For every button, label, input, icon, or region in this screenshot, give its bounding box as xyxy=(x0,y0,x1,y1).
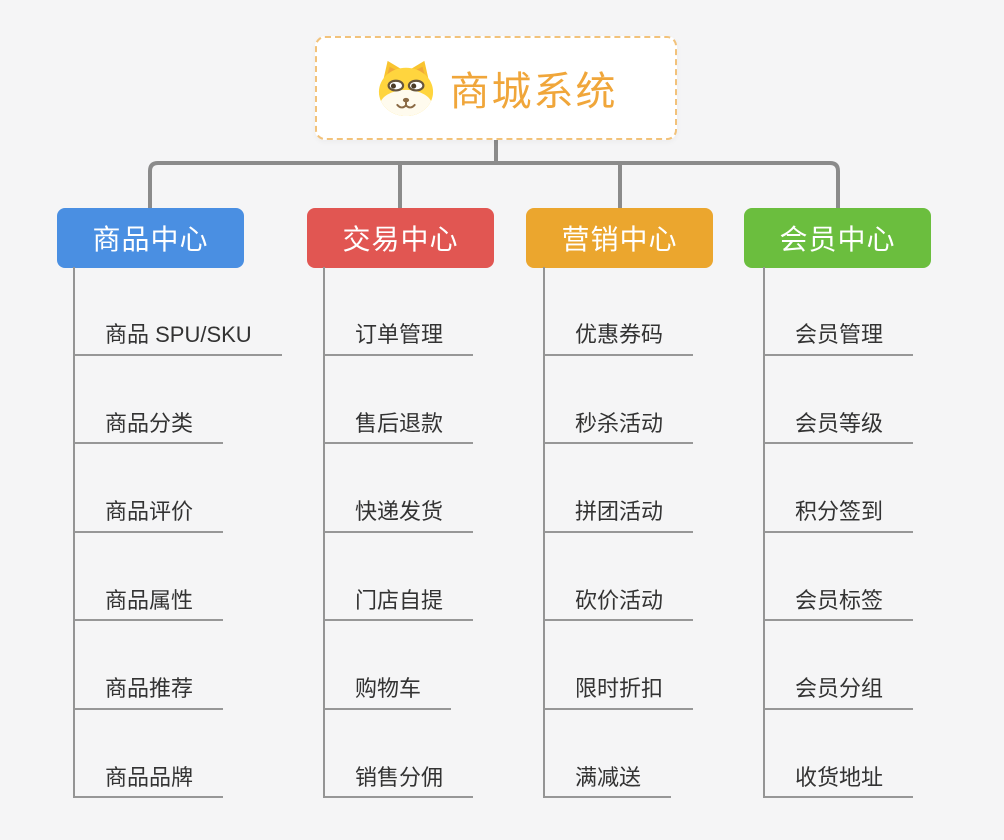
child-node[interactable]: 满减送 xyxy=(543,710,693,798)
branch-children-marketing: 优惠券码 秒杀活动 拼团活动 砍价活动 限时折扣 满减送 xyxy=(543,267,694,798)
child-label: 限时折扣 xyxy=(543,676,694,710)
child-node[interactable]: 收货地址 xyxy=(763,710,914,798)
child-node[interactable]: 购物车 xyxy=(323,621,473,710)
child-label: 砍价活动 xyxy=(543,588,694,621)
child-node[interactable]: 售后退款 xyxy=(323,356,474,444)
branch-children-trade: 订单管理 售后退款 快递发货 门店自提 购物车 销售分佣 xyxy=(323,267,474,798)
child-label: 快递发货 xyxy=(323,499,474,533)
child-label: 商品评价 xyxy=(73,499,224,533)
child-node[interactable]: 会员等级 xyxy=(763,356,914,444)
child-label: 会员管理 xyxy=(763,322,914,356)
child-node[interactable]: 优惠券码 xyxy=(543,267,694,356)
branch-children-product: 商品 SPU/SKU 商品分类 商品评价 商品属性 商品推荐 商品品牌 xyxy=(73,267,282,798)
root-title: 商城系统 xyxy=(449,70,618,114)
child-label: 商品 SPU/SKU xyxy=(73,322,282,356)
child-node[interactable]: 商品品牌 xyxy=(73,710,282,798)
child-label: 销售分佣 xyxy=(323,765,474,798)
child-label: 收货地址 xyxy=(763,765,914,798)
child-label: 订单管理 xyxy=(323,322,474,356)
child-node[interactable]: 秒杀活动 xyxy=(543,356,694,444)
child-node[interactable]: 商品评价 xyxy=(73,444,282,533)
child-label: 商品推荐 xyxy=(73,676,224,710)
child-node[interactable]: 门店自提 xyxy=(323,533,474,621)
child-label: 秒杀活动 xyxy=(543,411,694,444)
child-node[interactable]: 会员管理 xyxy=(763,267,914,356)
child-node[interactable]: 会员分组 xyxy=(763,621,914,710)
child-node[interactable]: 商品分类 xyxy=(73,356,282,444)
connector-lines xyxy=(148,138,840,210)
root-node[interactable]: 商城系统 xyxy=(315,36,677,140)
child-label: 会员分组 xyxy=(763,676,914,710)
child-node[interactable]: 拼团活动 xyxy=(543,444,694,533)
child-node[interactable]: 商品属性 xyxy=(73,533,282,621)
branch-rail-line xyxy=(148,161,840,210)
dog-face-icon xyxy=(378,60,433,117)
child-label: 积分签到 xyxy=(763,499,914,533)
child-node[interactable]: 积分签到 xyxy=(763,444,914,533)
child-label: 满减送 xyxy=(543,765,672,798)
child-node[interactable]: 订单管理 xyxy=(323,267,474,356)
child-label: 拼团活动 xyxy=(543,499,694,533)
child-node[interactable]: 限时折扣 xyxy=(543,621,694,710)
branch-node-trade-center[interactable]: 交易中心 xyxy=(307,208,494,268)
child-label: 商品分类 xyxy=(73,411,224,444)
branch-node-product-center[interactable]: 商品中心 xyxy=(57,208,244,268)
child-node[interactable]: 商品推荐 xyxy=(73,621,282,710)
child-label: 门店自提 xyxy=(323,588,474,621)
child-label: 购物车 xyxy=(323,676,452,710)
child-label: 优惠券码 xyxy=(543,322,694,356)
child-node[interactable]: 快递发货 xyxy=(323,444,474,533)
child-node[interactable]: 销售分佣 xyxy=(323,710,474,798)
child-node[interactable]: 商品 SPU/SKU xyxy=(73,267,282,356)
child-label: 商品属性 xyxy=(73,588,224,621)
child-node[interactable]: 砍价活动 xyxy=(543,533,694,621)
branch-node-member-center[interactable]: 会员中心 xyxy=(744,208,931,268)
child-label: 会员标签 xyxy=(763,588,914,621)
child-label: 会员等级 xyxy=(763,411,914,444)
child-label: 商品品牌 xyxy=(73,765,224,798)
child-node[interactable]: 会员标签 xyxy=(763,533,914,621)
branch-children-member: 会员管理 会员等级 积分签到 会员标签 会员分组 收货地址 xyxy=(763,267,914,798)
child-label: 售后退款 xyxy=(323,411,474,444)
branch-node-marketing-center[interactable]: 营销中心 xyxy=(526,208,713,268)
